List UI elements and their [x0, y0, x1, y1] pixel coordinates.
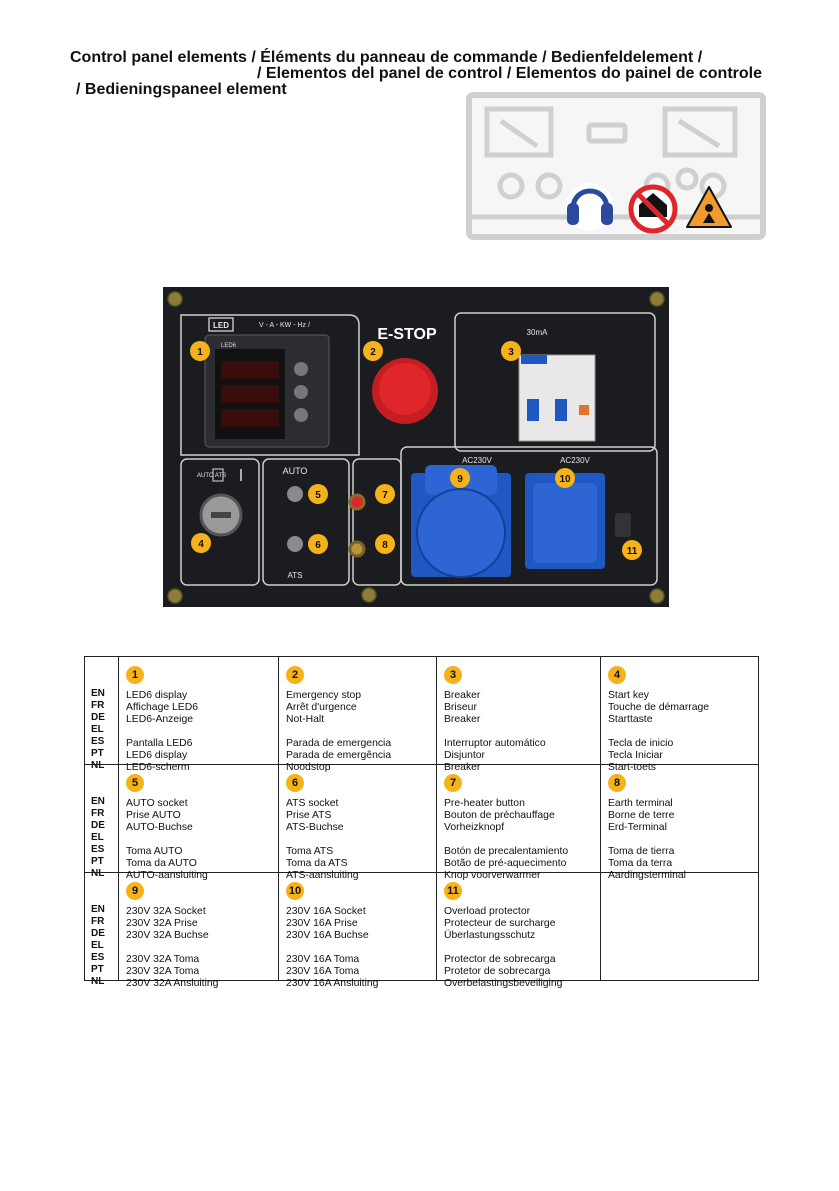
- legend-empty-cell: [601, 873, 758, 980]
- rcd-label: 30mA: [527, 328, 549, 337]
- panel-marker-number: 7: [382, 490, 388, 501]
- item-number-badge: 1: [126, 666, 144, 684]
- heading-line-1: Control panel elements / Éléments du pan…: [70, 49, 703, 66]
- auto-ats-label: AUTO ATS: [197, 473, 226, 479]
- panel-marker-number: 10: [559, 474, 571, 485]
- item-number-badge: 11: [444, 882, 462, 900]
- panel-marker-number: 11: [627, 546, 638, 557]
- item-number-badge: 5: [126, 774, 144, 792]
- item-number-badge: 10: [286, 882, 304, 900]
- item-number-badge: 9: [126, 882, 144, 900]
- item-number-badge: 3: [444, 666, 462, 684]
- panel-marker-number: 2: [370, 347, 376, 358]
- panel-marker-number: 3: [508, 347, 514, 358]
- exhaust-fumes-warning-icon: [686, 186, 732, 228]
- item-number-badge: 7: [444, 774, 462, 792]
- generator-warning-illustration: [466, 92, 766, 240]
- panel-marker-number: 1: [197, 347, 203, 358]
- panel-marker-number: 6: [315, 540, 321, 551]
- heading-line-2: / Elementos del panel de control / Eleme…: [257, 65, 762, 82]
- panel-marker-number: 8: [382, 540, 388, 551]
- hearing-protection-icon: [566, 183, 614, 231]
- item-number-badge: 4: [608, 666, 626, 684]
- panel-markers: 1 2 3 4 5 6 7 8 9 10 11: [190, 341, 642, 560]
- led6-label: LED6: [221, 343, 237, 349]
- panel-marker-number: 4: [198, 539, 204, 550]
- led-label: LED: [213, 321, 229, 330]
- item-number-badge: 6: [286, 774, 304, 792]
- no-indoor-use-icon: [628, 184, 678, 234]
- page-heading: Control panel elements / Éléments du pan…: [70, 50, 770, 98]
- ats-label: ATS: [288, 571, 303, 580]
- control-panel-photo: LED V - A - KW - Hz / LED6 E-STOP 30mA A…: [163, 287, 669, 607]
- socket-16a-label: AC230V: [560, 456, 590, 465]
- panel-marker-number: 9: [457, 474, 463, 485]
- panel-marker-number: 5: [315, 490, 321, 501]
- estop-label: E-STOP: [377, 326, 437, 343]
- item-number-badge: 2: [286, 666, 304, 684]
- auto-label: AUTO: [283, 466, 308, 476]
- socket-32a-label: AC230V: [462, 456, 492, 465]
- heading-line-3: / Bedieningspaneel element: [76, 81, 287, 98]
- meter-label: V - A - KW - Hz /: [259, 322, 310, 329]
- item-number-badge: 8: [608, 774, 626, 792]
